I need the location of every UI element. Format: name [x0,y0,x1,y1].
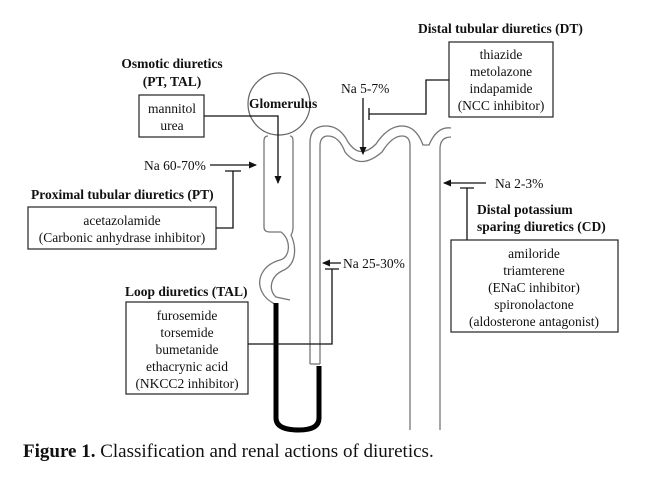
proximal-drug: (Carbonic anhydrase inhibitor) [39,230,205,245]
figure-caption-text: Classification and renal actions of diur… [95,441,434,462]
loop-drug: ethacrynic acid [146,359,228,374]
osmotic-drug-box [138,94,205,138]
potassium-sparing-drug: (ENaC inhibitor) [488,280,580,295]
potassium-sparing-title-line-1: Distal potassium [477,202,573,217]
potassium-sparing-drug: triamterene [503,263,564,278]
sodium-pt-label: Na 60-70% [144,158,206,173]
sodium-tal-label: Na 25-30% [343,256,405,271]
osmotic-group: Osmotic diuretics (PT, TAL) mannitol ure… [121,56,282,184]
distal-drug: thiazide [480,47,523,62]
figure-caption-label: Figure 1. [23,441,96,462]
proximal-drug-box [27,206,217,250]
loop-drug: furosemide [157,308,218,323]
figure-caption: Figure 1. Classification and renal actio… [23,441,434,463]
osmotic-drug: urea [160,118,183,133]
potassium-sparing-title-line-2: sparing diuretics (CD) [477,219,606,234]
distal-drug: (NCC inhibitor) [458,98,545,113]
sodium-dt-label: Na 5-7% [341,81,389,96]
proximal-drug: acetazolamide [83,213,160,228]
proximal-tubule [259,135,290,306]
collecting-duct [439,136,452,430]
proximal-inhibition-line [216,170,241,229]
distal-title: Distal tubular diuretics (DT) [418,21,583,36]
ascending-limb-outer [309,125,452,364]
osmotic-title-line-2: (PT, TAL) [143,74,202,89]
loop-title: Loop diuretics (TAL) [125,284,248,299]
distal-group: Distal tubular diuretics (DT) thiazide m… [368,21,583,120]
distal-drug: indapamide [470,81,533,96]
potassium-sparing-drug: spironolactone [494,297,573,312]
distal-drug: metolazone [470,64,532,79]
glomerulus-circle [247,72,311,136]
loop-drug: torsemide [160,325,213,340]
loop-drug: (NKCC2 inhibitor) [135,376,238,391]
potassium-sparing-drug-box [450,239,619,333]
loop-of-henle [273,303,322,433]
osmotic-action-arrow [204,115,282,184]
proximal-group: Proximal tubular diuretics (PT) acetazol… [27,170,241,250]
loop-group: Loop diuretics (TAL) furosemide torsemid… [125,268,339,395]
loop-drug-box [125,301,249,395]
proximal-title: Proximal tubular diuretics (PT) [31,187,214,202]
glomerulus-label: Glomerulus [249,96,317,111]
proximal-tubule-inner [270,135,296,301]
distal-inhibition-line [368,79,449,120]
potassium-sparing-inhibition-line [460,187,474,240]
loop-inhibition-line [248,268,339,345]
potassium-sparing-drug: (aldosterone antagonist) [469,314,599,329]
nephron [247,72,452,433]
osmotic-drug: mannitol [148,101,196,116]
sodium-cd-label: Na 2-3% [495,176,543,191]
ascending-limb-inner [319,135,411,430]
potassium-sparing-group: Distal potassium sparing diuretics (CD) … [450,187,619,333]
distal-drug-box [448,41,554,118]
loop-drug: bumetanide [156,342,219,357]
osmotic-title-line-1: Osmotic diuretics [121,56,222,71]
potassium-sparing-drug: amiloride [508,246,560,261]
